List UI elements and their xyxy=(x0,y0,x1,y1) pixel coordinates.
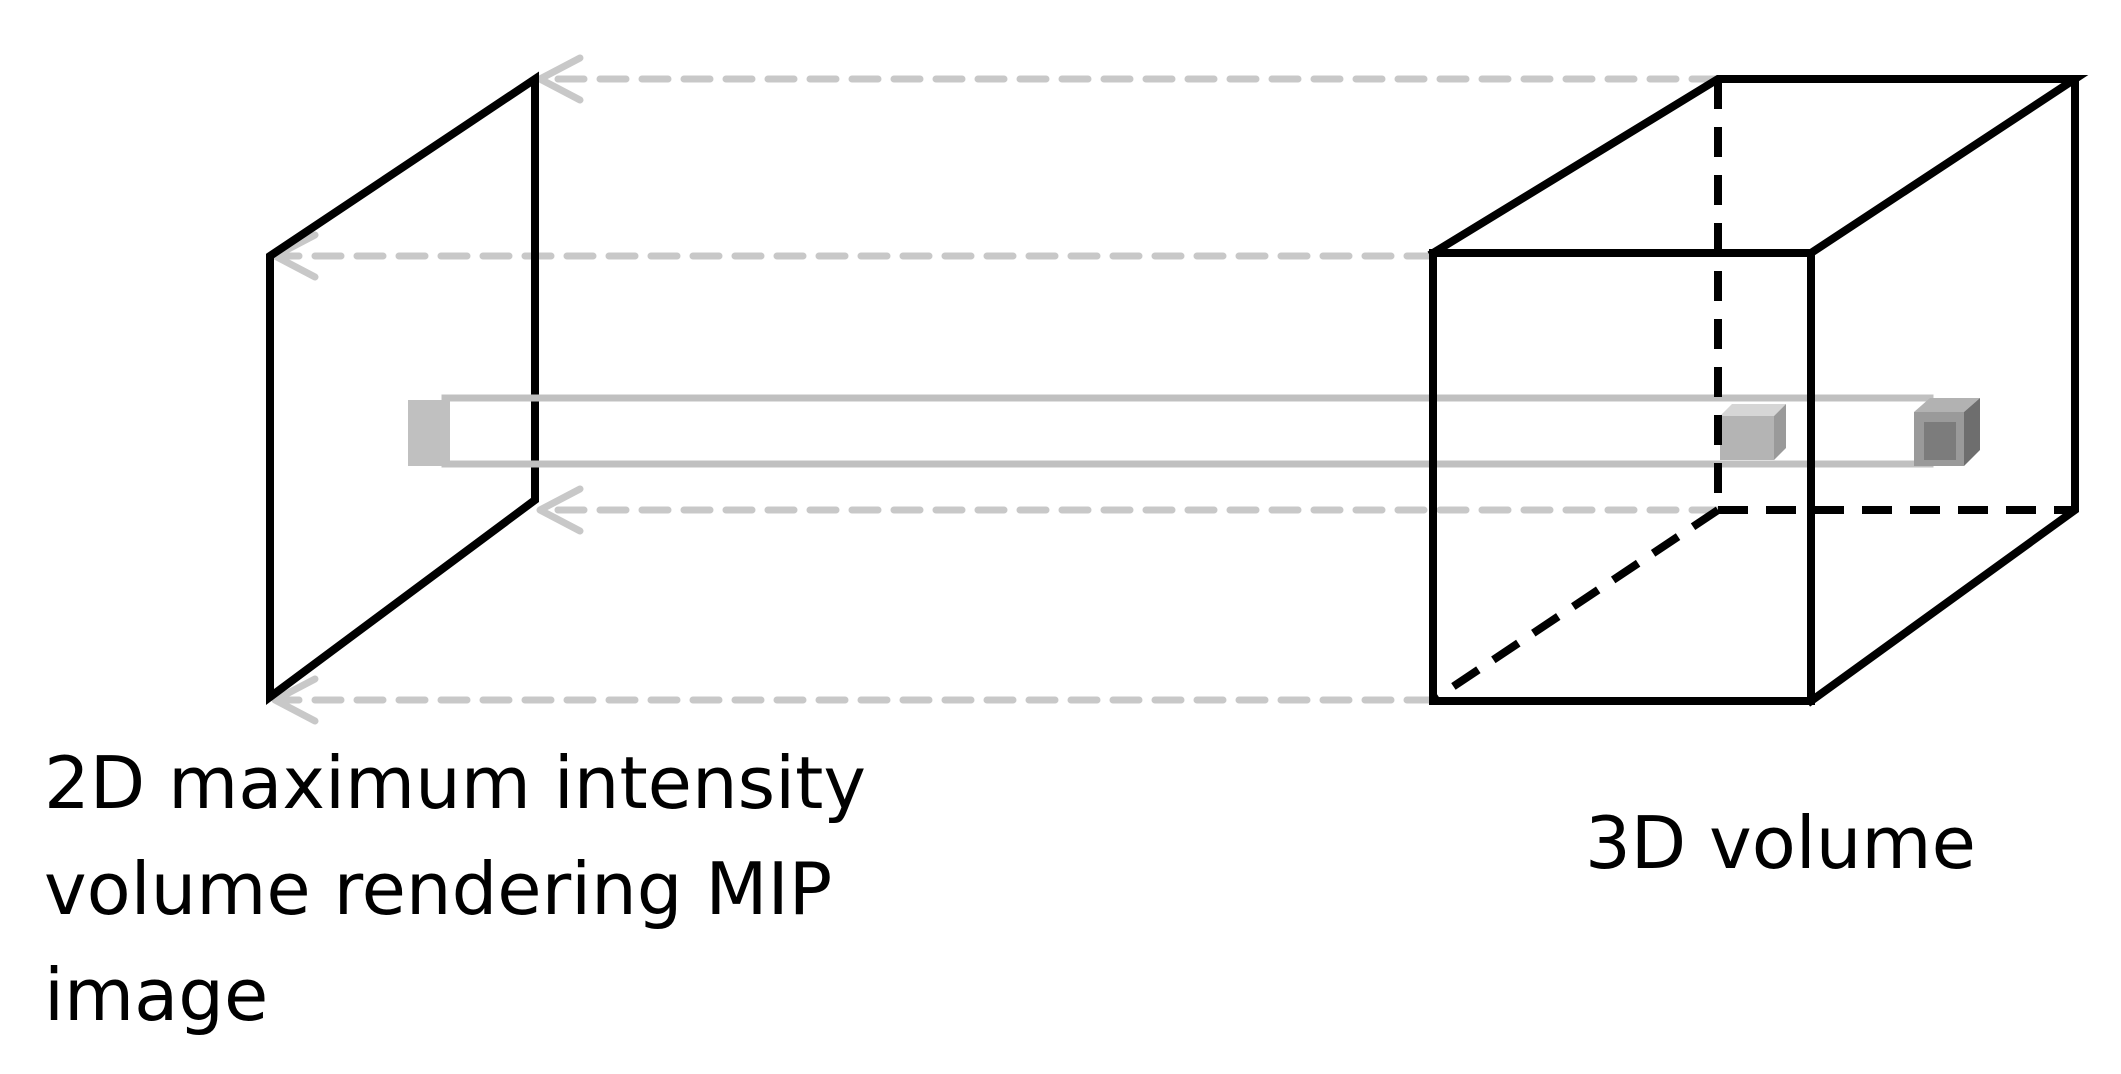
mip-image-label: 2D maximum intensity volume rendering MI… xyxy=(44,730,866,1048)
volume-right-edges xyxy=(1805,75,2079,707)
voxel-light xyxy=(1720,404,1786,460)
projection-arrow-lower xyxy=(536,485,1722,535)
mip-image-label-line-3: image xyxy=(44,953,269,1037)
mip-image-label-line-2: volume rendering MIP xyxy=(44,847,833,931)
projection-arrow-bottom xyxy=(271,675,1437,725)
ray-beam xyxy=(408,394,1934,468)
mip-image-label-line-1: 2D maximum intensity xyxy=(44,741,866,825)
volume-hidden-edges xyxy=(1430,79,2075,704)
projection-arrows xyxy=(271,54,1722,725)
voxel-dark xyxy=(1914,398,1980,466)
volume-top-edges xyxy=(1427,75,2089,259)
ray-beam-outline xyxy=(441,394,1934,468)
volume-label: 3D volume xyxy=(1585,801,1976,885)
projection-arrow-upper xyxy=(271,231,1437,281)
projection-arrow-top xyxy=(536,54,1722,104)
volume-front-face xyxy=(1429,249,1815,705)
mip-image-plane xyxy=(266,71,539,705)
volume-cube xyxy=(1427,75,2089,707)
